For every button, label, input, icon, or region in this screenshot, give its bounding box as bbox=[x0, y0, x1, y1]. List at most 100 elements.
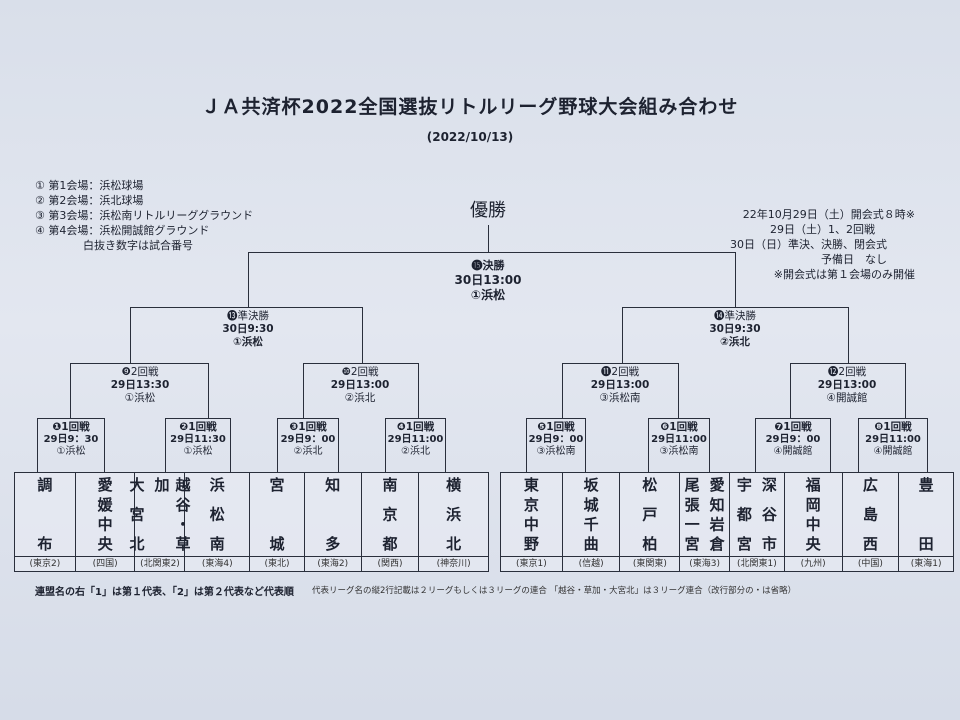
team-cell: 福岡中央 (九州) bbox=[784, 473, 843, 571]
match-venue: ①浜松 bbox=[470, 288, 506, 302]
match-title: ❿2回戦 bbox=[341, 366, 379, 378]
match-venue: ④開誠館 bbox=[826, 392, 868, 404]
team-name-secondary: 大宮北 bbox=[127, 477, 146, 551]
schedule-info: 22年10月29日（土）開会式８時※ 29日（土）1、2回戦 30日（日）準決、… bbox=[730, 207, 915, 282]
team-name-area: 東京中野 bbox=[501, 473, 562, 556]
match-venue: ②浜北 bbox=[344, 392, 376, 404]
match-venue: ①浜松 bbox=[124, 392, 156, 404]
venue-legend: ① 第1会場：浜松球場 ② 第2会場：浜北球場 ③ 第3会場：浜松南リトルリーグ… bbox=[35, 178, 253, 253]
round1-match-3: ❸1回戦 29日9：00 ②浜北 bbox=[277, 418, 339, 472]
team-cell: 横浜北(神奈川) bbox=[419, 473, 489, 571]
bracket-line bbox=[622, 307, 848, 308]
team-name-area: 越谷・草加大宮北 bbox=[127, 473, 191, 556]
semifinal-match-13: ⓭準決勝 30日9:30 ①浜松 bbox=[188, 310, 308, 349]
team-name: 福岡中央 bbox=[803, 477, 822, 551]
schedule-line: 22年10月29日（土）開会式８時※ bbox=[742, 208, 915, 221]
bracket-line bbox=[848, 307, 849, 363]
match-time: 29日11:00 bbox=[651, 433, 707, 445]
bracket-line bbox=[130, 307, 131, 363]
team-name-area: 南京都 bbox=[362, 473, 419, 556]
bracket-line bbox=[130, 307, 362, 308]
team-name-area: 横浜北 bbox=[419, 473, 488, 556]
match-title: ⓯決勝 bbox=[471, 259, 505, 272]
match-venue: ①浜松 bbox=[183, 446, 213, 457]
match-venue: ②浜北 bbox=[720, 336, 750, 348]
bracket-line bbox=[70, 363, 208, 364]
match-title: ⓭準決勝 bbox=[227, 310, 269, 322]
match-time: 29日13:00 bbox=[817, 379, 877, 391]
team-name-area: 広島西 bbox=[843, 473, 899, 556]
match-title: ❻1回戦 bbox=[660, 421, 698, 433]
schedule-line: 予備日 なし bbox=[821, 253, 887, 266]
team-league: (東海2) bbox=[304, 556, 361, 571]
match-title: ❸1回戦 bbox=[289, 421, 327, 433]
match-time: 29日11:30 bbox=[170, 433, 226, 445]
bracket-line bbox=[790, 363, 791, 418]
team-cell: 深谷市宇都宮(北関東1) bbox=[730, 473, 785, 571]
team-name: 浜松南 bbox=[207, 477, 226, 551]
match-time: 29日11:00 bbox=[865, 433, 921, 445]
bracket-line bbox=[562, 363, 678, 364]
round1-match-1: ❶1回戦 29日9：30 ①浜松 bbox=[37, 418, 105, 472]
team-name: 南京都 bbox=[380, 477, 399, 551]
match-venue: ④開誠館 bbox=[873, 446, 913, 457]
team-league: (信越) bbox=[562, 556, 620, 571]
match-time: 29日13:30 bbox=[110, 379, 170, 391]
team-league: (四国) bbox=[75, 556, 135, 571]
final-match: ⓯決勝 30日13:00 ①浜松 bbox=[428, 258, 548, 303]
round1-match-5: ❺1回戦 29日9：00 ③浜松南 bbox=[526, 418, 586, 472]
round2-match-10: ❿2回戦 29日13:00 ②浜北 bbox=[300, 366, 420, 405]
team-name: 知 多 bbox=[323, 477, 342, 551]
team-league: (中国) bbox=[842, 556, 899, 571]
team-name-area: 愛知岩倉尾張一宮 bbox=[680, 473, 729, 556]
match-venue: ③浜松南 bbox=[536, 446, 576, 457]
venue-4: ④ 第4会場：浜松開誠館グラウンド bbox=[35, 224, 210, 237]
champion-label: 優勝 bbox=[470, 200, 506, 221]
bracket-line bbox=[303, 363, 418, 364]
team-name-secondary: 宇都宮 bbox=[734, 477, 753, 551]
match-title: ❼1回戦 bbox=[774, 421, 812, 433]
bracket-line bbox=[418, 363, 419, 418]
teams-left-group: 調 布(東京2)愛媛中央(四国)越谷・草加大宮北(北関東2)浜松南(東海4)宮 … bbox=[14, 472, 489, 572]
match-time: 29日9：00 bbox=[280, 433, 336, 445]
team-cell: 東京中野(東京1) bbox=[501, 473, 563, 571]
team-name-area: 坂城千曲 bbox=[563, 473, 620, 556]
team-cell: 広島西(中国) bbox=[842, 473, 900, 571]
team-name: 愛媛中央 bbox=[95, 477, 114, 551]
match-venue: ②浜北 bbox=[401, 446, 430, 457]
bracket-line bbox=[735, 252, 736, 307]
team-league: (北関東2) bbox=[135, 556, 185, 571]
bracket-line bbox=[678, 363, 679, 418]
team-league: (九州) bbox=[784, 556, 842, 571]
bracket-line bbox=[622, 307, 623, 363]
team-league: (東京2) bbox=[15, 556, 75, 571]
venue-note: 白抜き数字は試合番号 bbox=[83, 239, 193, 252]
round2-match-11: ⓫2回戦 29日13:00 ③浜松南 bbox=[560, 366, 680, 405]
team-league: (関西) bbox=[361, 556, 419, 571]
round1-match-7: ❼1回戦 29日9：00 ④開誠館 bbox=[755, 418, 831, 472]
teams-right-group: 東京中野(東京1)坂城千曲(信越)松戸柏(東関東)愛知岩倉尾張一宮(東海3)深谷… bbox=[500, 472, 954, 572]
bracket-line bbox=[905, 363, 906, 418]
team-name-area: 宮 城 bbox=[250, 473, 304, 556]
team-cell: 調 布(東京2) bbox=[15, 473, 76, 571]
bracket-line bbox=[562, 363, 563, 418]
team-name-area: 福岡中央 bbox=[785, 473, 842, 556]
bracket-line bbox=[303, 363, 304, 418]
match-time: 29日9：00 bbox=[765, 433, 821, 445]
match-title: ❶1回戦 bbox=[52, 421, 90, 433]
match-title: ❷1回戦 bbox=[179, 421, 217, 433]
match-venue: ③浜松南 bbox=[659, 446, 699, 457]
team-name-area: 知 多 bbox=[305, 473, 361, 556]
round1-match-4: ❹1回戦 29日11:00 ②浜北 bbox=[385, 418, 446, 472]
venue-3: ③ 第3会場：浜松南リトルリーググラウンド bbox=[35, 209, 254, 222]
team-name: 愛知岩倉 bbox=[707, 477, 726, 551]
page-title: ＪＡ共済杯2022全国選抜リトルリーグ野球大会組み合わせ bbox=[201, 96, 739, 118]
team-name: 越谷・草加 bbox=[152, 477, 192, 551]
match-venue: ②浜北 bbox=[293, 446, 323, 457]
match-time: 29日13:00 bbox=[330, 379, 390, 391]
team-league: (東関東) bbox=[620, 556, 680, 571]
team-name: 宮 城 bbox=[267, 477, 286, 551]
venue-2: ② 第2会場：浜北球場 bbox=[35, 194, 144, 207]
match-title: ❹1回戦 bbox=[396, 421, 435, 433]
footnote-secondary: 代表リーグ名の縦2行記載は２リーグもしくは３リーグの連合 「越谷・草加・大宮北」… bbox=[312, 586, 797, 596]
